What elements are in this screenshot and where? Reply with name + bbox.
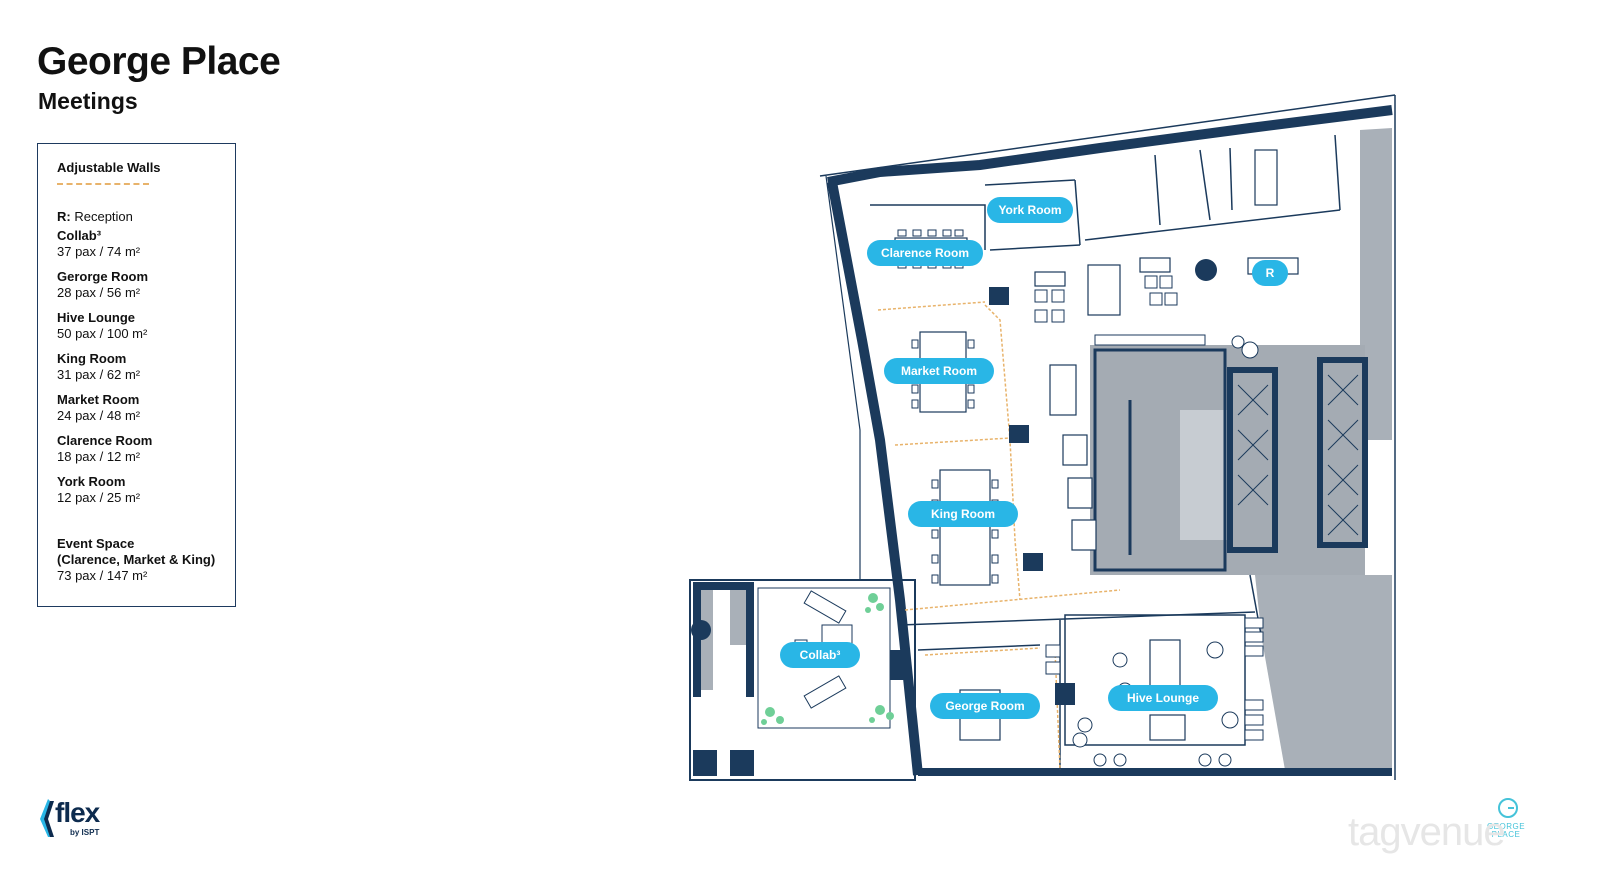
room-label-clarence[interactable]: Clarence Room [867, 240, 983, 266]
room-label-hive-text: Hive Lounge [1127, 691, 1199, 705]
room-label-reception[interactable]: R [1252, 260, 1288, 286]
tables [894, 149, 1299, 741]
room-label-collab-text: Collab³ [800, 648, 841, 662]
legend-room-capacity: 12 pax / 25 m² [57, 490, 141, 505]
room-label-market-text: Market Room [901, 364, 977, 378]
legend-room-capacity: 50 pax / 100 m² [57, 326, 148, 341]
columns [989, 259, 1217, 705]
collab-annex-outline [689, 579, 916, 781]
room-label-market[interactable]: Market Room [884, 358, 994, 384]
legend-panel: Adjustable Walls R: Reception Collab³ 37… [37, 143, 236, 607]
reception-text: Reception [74, 209, 133, 224]
legend-room-name: Gerorge Room [57, 269, 149, 284]
legend-room-capacity: 18 pax / 12 m² [57, 449, 141, 464]
room-label-collab[interactable]: Collab³ [780, 642, 860, 668]
room-label-york-text: York Room [998, 203, 1061, 217]
flex-wordmark: flex [55, 797, 100, 828]
legend-item: King Room 31 pax / 62 m² [57, 351, 235, 383]
legend-item: Clarence Room 18 pax / 12 m² [57, 433, 235, 465]
legend-item: Collab³ 37 pax / 74 m² [57, 228, 235, 260]
legend-room-capacity: 28 pax / 56 m² [57, 285, 141, 300]
adjustable-walls-swatch [57, 183, 149, 185]
legend-item: Hive Lounge 50 pax / 100 m² [57, 310, 235, 342]
collab-annex-grey [701, 590, 746, 690]
legend-room-name: York Room [57, 474, 126, 489]
legend-room-name: Market Room [57, 392, 140, 407]
legend-room-capacity: 37 pax / 74 m² [57, 244, 141, 259]
legend-event-space: Event Space (Clarence, Market & King) 73… [57, 536, 235, 584]
page-subtitle: Meetings [38, 88, 138, 114]
chairs [897, 229, 1264, 741]
legend-room-name: Clarence Room [57, 433, 153, 448]
event-name: Event Space [57, 536, 135, 551]
room-label-reception-text: R [1266, 266, 1275, 280]
legend-item: Gerorge Room 28 pax / 56 m² [57, 269, 235, 301]
legend-reception: R: Reception [57, 209, 235, 225]
room-label-york[interactable]: York Room [987, 197, 1073, 223]
page-title: George Place [37, 40, 281, 83]
event-capacity: 73 pax / 147 m² [57, 568, 148, 583]
flex-by-text: by ISPT [70, 828, 100, 837]
room-label-clarence-text: Clarence Room [881, 246, 969, 260]
room-label-king[interactable]: King Room [908, 501, 1018, 527]
room-label-george[interactable]: George Room [930, 693, 1040, 719]
outer-wall-north [827, 105, 1393, 187]
collab-column [691, 620, 711, 640]
legend-room-name: Collab³ [57, 228, 102, 243]
legend-room-capacity: 31 pax / 62 m² [57, 367, 141, 382]
collab-annex-blocks [693, 582, 908, 776]
core-stairs [1180, 410, 1230, 540]
lift-shafts [1227, 357, 1368, 553]
george-place-logo-icon [1498, 798, 1518, 818]
george-place-logo-text: GEORGE PLACE [1486, 822, 1526, 839]
collab-plants [761, 593, 894, 725]
legend-item: York Room 12 pax / 25 m² [57, 474, 235, 506]
core-walls [1093, 348, 1227, 572]
outer-wall-northeast-thin [819, 94, 1396, 177]
room-label-king-text: King Room [931, 507, 995, 521]
legend-item: Market Room 24 pax / 48 m² [57, 392, 235, 424]
legend-room-capacity: 24 pax / 48 m² [57, 408, 141, 423]
grey-area-southeast [1255, 575, 1392, 770]
outer-wall-west-thin [825, 175, 861, 580]
reception-key: R: [57, 209, 71, 224]
watermark: tagvenue [1348, 810, 1506, 854]
lift-crosses [1237, 374, 1359, 536]
legend-room-name: Hive Lounge [57, 310, 136, 325]
room-label-hive[interactable]: Hive Lounge [1108, 685, 1218, 711]
legend-title: Adjustable Walls [57, 160, 161, 175]
room-label-george-text: George Room [945, 699, 1024, 713]
event-detail: (Clarence, Market & King) [57, 552, 216, 567]
flex-logo-icon [40, 799, 54, 837]
legend-room-name: King Room [57, 351, 127, 366]
